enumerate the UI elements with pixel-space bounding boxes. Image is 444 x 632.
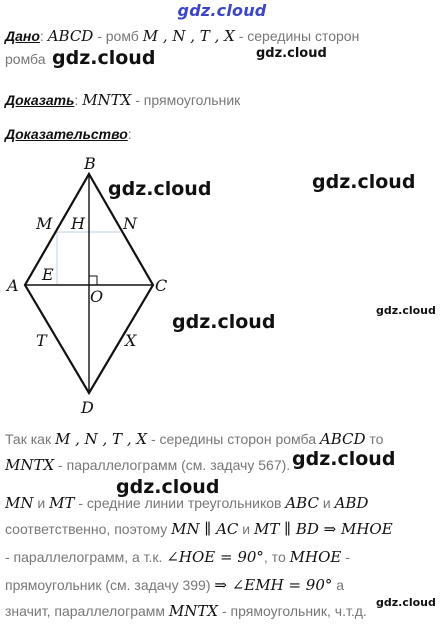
rhombus-figure: B C A D M N H E O T X [5,154,167,417]
proof-heading: Доказательство: [5,126,132,142]
proof-line-5: - параллелограмм, а т.к. ∠HOE = 90°, то … [5,548,350,566]
proof-text-4a: соответственно, поэтому [5,521,172,537]
proof-text-5e: - [341,549,350,565]
proof-text-3b: и [33,495,50,511]
watermark-1: gdz.cloud [52,47,156,69]
proof-line-7: значит, параллелограмм MNTX - прямоуголь… [5,602,367,620]
proof-text-5c: , то [263,549,290,565]
proof-text-3f: и [318,495,335,511]
proof-line-1: Так как M , N , T , X - середины сторон … [5,430,383,448]
label-H: H [70,214,86,233]
label-C: C [155,276,167,295]
label-N: N [122,214,138,233]
given-text-1: - ромб [93,28,143,44]
proof-math-7b: MNTX [168,602,219,620]
prove-figure: MNTX [82,91,132,109]
given-rhombus: ABCD [47,27,94,45]
given-line-1: Дано: ABCD - ромб M , N , T , X - середи… [5,27,360,45]
label-B: B [83,154,96,173]
watermark-4: gdz.cloud [312,171,416,193]
prove-text: - прямоугольник [131,92,241,108]
proof-text-1c: - середины сторон ромба [147,431,320,447]
label-O: O [90,287,103,306]
given-points: M , N , T , X [142,27,235,45]
proof-text-1a: Так как [5,431,55,447]
given-line-2: ромба [5,51,46,67]
proof-text-1e: то [365,431,384,447]
proof-math-3g: ABD [334,494,369,512]
watermark-top: gdz.cloud [177,1,267,20]
proof-line-3: MN и MT - средние линии треугольников AB… [5,494,368,512]
watermark-7: gdz.cloud [292,448,396,470]
proof-line-2: MNTX - параллелограмм (см. задачу 567). [5,456,290,474]
proof-text-7a: значит, параллелограмм [5,603,169,619]
proof-math-5d: MHOE [289,548,342,566]
label-M: M [35,214,53,233]
proof-text-3d: - средние линии треугольников [74,495,286,511]
label-A: A [5,276,19,295]
prove-label: Доказать [5,92,75,108]
proof-math-3e: ABC [285,494,319,512]
proof-math-5b: ∠HOE = 90° [166,548,264,566]
watermark-9: gdz.cloud [376,596,436,609]
proof-math-1b: M , N , T , X [54,430,148,448]
proof-label: Доказательство [5,126,128,142]
label-X: X [123,331,137,350]
proof-text-7c: - прямоугольник, ч.т.д. [218,603,367,619]
watermark-6: gdz.cloud [376,304,436,317]
proof-math-4b: MN ∥ AC [171,520,239,538]
proof-text-6c: а [332,577,345,593]
proof-text-2b: - параллелограмм (см. задачу 567). [54,457,291,473]
proof-line-4: соответственно, поэтому MN ∥ AC и MT ∥ B… [5,520,393,538]
proof-text-4c: и [238,521,254,537]
label-T: T [36,331,48,350]
proof-math-3a: MN [5,494,34,512]
proof-math-2a: MNTX [5,456,55,474]
prove-line: Доказать: MNTX - прямоугольник [5,91,241,109]
proof-text-6a: прямоугольник (см. задачу 399) [5,577,215,593]
label-D: D [80,398,94,417]
proof-math-6b: ⇒ ∠EMH = 90° [214,576,333,594]
label-E: E [41,265,54,284]
watermark-5: gdz.cloud [172,311,276,333]
given-text-2: - середины сторон [234,28,360,44]
watermark-2: gdz.cloud [256,46,327,61]
proof-math-3c: MT [49,494,75,512]
watermark-3: gdz.cloud [108,178,212,200]
given-text-3: ромба [5,51,46,67]
proof-math-4d: MT ∥ BD ⇒ MHOE [254,520,393,538]
proof-line-6: прямоугольник (см. задачу 399) ⇒ ∠EMH = … [5,576,344,594]
proof-math-1d: ABCD [319,430,366,448]
proof-text-5a: - параллелограмм, а т.к. [5,549,167,565]
given-label: Дано [5,28,40,44]
watermark-8: gdz.cloud [116,476,220,498]
right-angle-mark [89,275,98,285]
